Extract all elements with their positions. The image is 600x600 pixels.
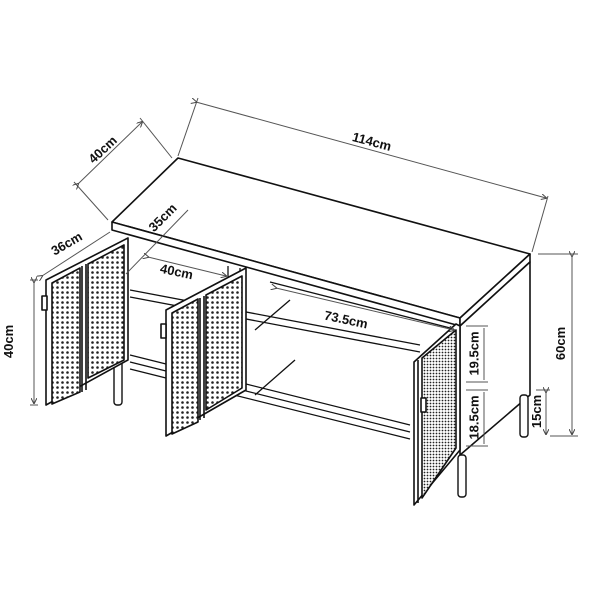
leg-front-right bbox=[457, 454, 467, 498]
dimension-lines bbox=[30, 98, 578, 447]
left-door-pair bbox=[41, 237, 129, 406]
left-door-handle bbox=[41, 295, 48, 311]
dimension-door-height: 40cm bbox=[1, 324, 17, 359]
right-door-handle bbox=[420, 397, 427, 413]
leg-back-right bbox=[519, 394, 529, 438]
middle-door-pair bbox=[160, 267, 247, 437]
dimension-upper-shelf-height: 19.5cm bbox=[466, 331, 482, 376]
top-panel bbox=[111, 157, 531, 327]
legs bbox=[113, 359, 529, 498]
dimension-lower-shelf-height: 18.5cm bbox=[466, 395, 482, 440]
middle-door-handle bbox=[160, 323, 167, 339]
dimension-leg-height: 15cm bbox=[529, 394, 545, 429]
dimension-overall-height: 60cm bbox=[553, 326, 569, 361]
right-door bbox=[413, 323, 461, 506]
